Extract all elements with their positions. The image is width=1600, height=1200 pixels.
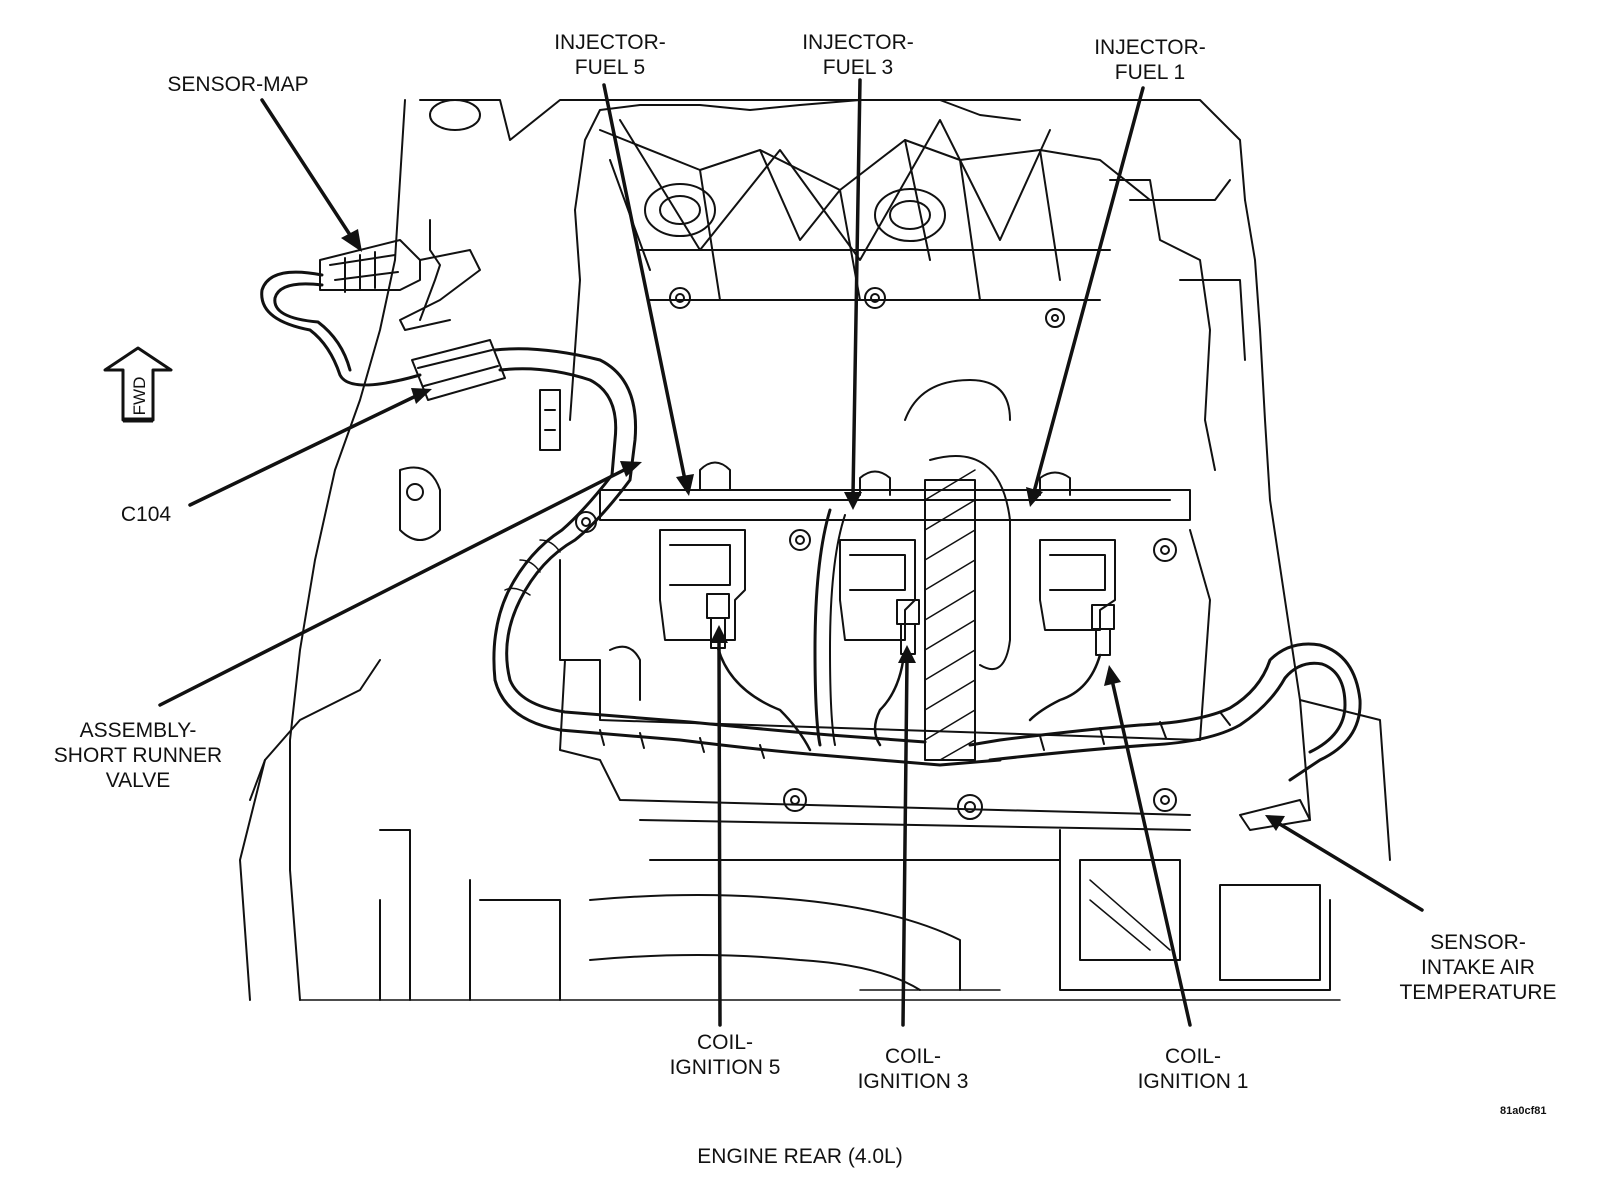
leader-injector-fuel-5 xyxy=(602,83,694,496)
label-coil-ignition-5: COIL-IGNITION 5 xyxy=(650,1030,800,1080)
callout-line: SHORT RUNNER xyxy=(53,744,223,767)
label-coil-ignition-3: COIL-IGNITION 3 xyxy=(838,1044,988,1094)
fwd-arrow-label: FWD xyxy=(130,377,149,416)
leader-sensor-map xyxy=(260,98,362,252)
leader-coil-ignition-5 xyxy=(710,625,728,1027)
callout-line: ASSEMBLY- xyxy=(79,719,197,742)
callout-line: IGNITION 1 xyxy=(1137,1070,1249,1093)
label-c104: C104 xyxy=(104,502,188,527)
callout-line: C104 xyxy=(120,503,172,526)
callout-line: FUEL 1 xyxy=(1114,61,1186,84)
label-sensor-map: SENSOR-MAP xyxy=(160,72,316,97)
label-injector-fuel-5: INJECTOR-FUEL 5 xyxy=(540,30,680,80)
callout-line: SENSOR- xyxy=(1430,931,1526,954)
callout-line: FUEL 3 xyxy=(822,56,894,79)
callout-line: IGNITION 3 xyxy=(857,1070,969,1093)
leader-injector-fuel-3 xyxy=(844,78,862,510)
label-injector-fuel-3: INJECTOR-FUEL 3 xyxy=(788,30,928,80)
figure-caption: ENGINE REAR (4.0L) xyxy=(697,1145,903,1168)
leader-c104 xyxy=(188,388,432,507)
callout-line: INTAKE AIR xyxy=(1421,956,1535,979)
leader-injector-fuel-1 xyxy=(1026,86,1145,507)
callout-line: INJECTOR- xyxy=(802,31,914,54)
callout-line: COIL- xyxy=(884,1045,941,1068)
callout-line: COIL- xyxy=(1164,1045,1221,1068)
leader-assembly-short-runner-valve xyxy=(158,461,642,707)
label-injector-fuel-1: INJECTOR-FUEL 1 xyxy=(1080,35,1220,85)
callout-line: COIL- xyxy=(696,1031,753,1054)
callout-line: INJECTOR- xyxy=(1094,36,1206,59)
callout-line: SENSOR-MAP xyxy=(167,73,309,96)
callout-line: VALVE xyxy=(105,769,171,792)
callout-line: TEMPERATURE xyxy=(1399,981,1557,1004)
callout-line: INJECTOR- xyxy=(554,31,666,54)
leader-lines xyxy=(158,78,1424,1027)
callout-line: FUEL 5 xyxy=(574,56,646,79)
leader-sensor-intake-air-temperature xyxy=(1265,815,1424,912)
fwd-arrow-icon: FWD xyxy=(103,346,173,423)
label-coil-ignition-1: COIL-IGNITION 1 xyxy=(1118,1044,1268,1094)
callout-line: IGNITION 5 xyxy=(669,1056,781,1079)
leader-coil-ignition-1 xyxy=(1104,665,1192,1027)
leader-coil-ignition-3 xyxy=(898,645,916,1027)
figure-id: 81a0cf81 xyxy=(1500,1105,1547,1117)
engine-line-art xyxy=(239,99,1391,1001)
